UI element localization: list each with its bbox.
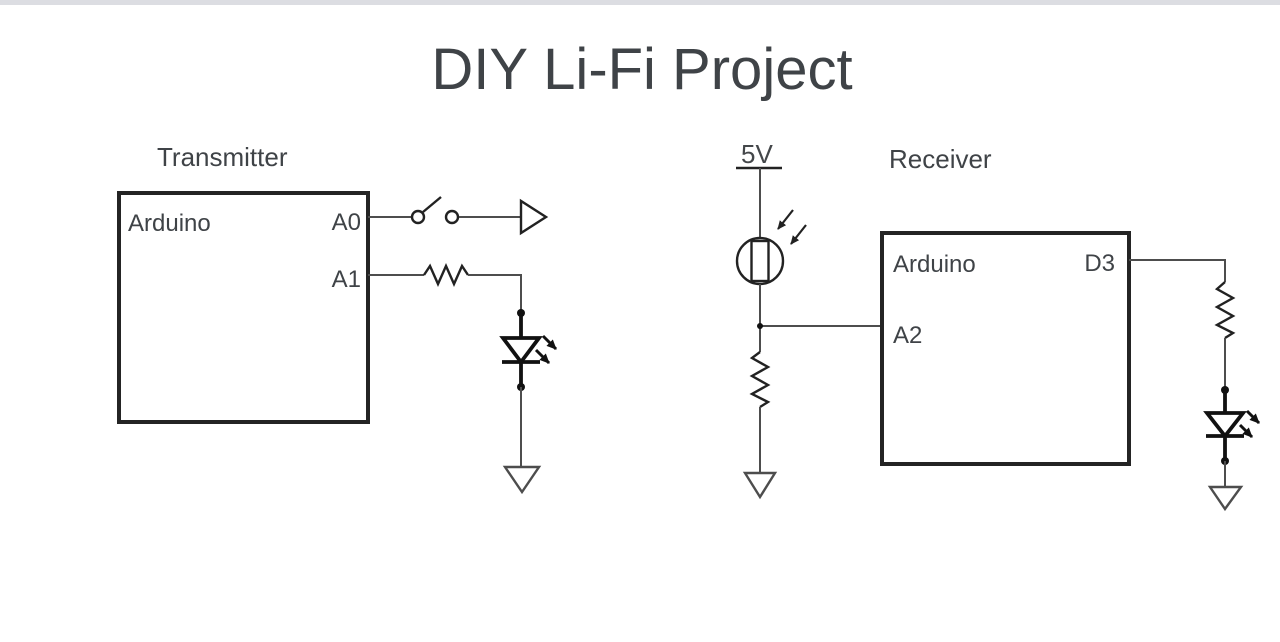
pin-a0-label: A0 bbox=[332, 209, 361, 236]
receiver-led-resistor-symbol bbox=[1214, 281, 1236, 340]
spst-switch-symbol bbox=[410, 196, 460, 225]
photoresistor-symbol bbox=[735, 209, 807, 286]
led-light-arrows-icon bbox=[1238, 409, 1261, 439]
receiver-chip-label: Arduino bbox=[893, 251, 976, 278]
pin-a2-label: A2 bbox=[893, 322, 922, 349]
wire-resistor-to-led bbox=[468, 274, 522, 313]
transmitter-resistor-symbol bbox=[423, 263, 469, 287]
page-title: DIY Li-Fi Project bbox=[431, 37, 852, 102]
receiver-divider-resistor-symbol bbox=[749, 351, 771, 409]
buffer-triangle-symbol bbox=[519, 198, 549, 236]
top-gray-bar bbox=[0, 0, 1280, 5]
led-light-arrows-icon bbox=[534, 334, 558, 365]
wire-d3-to-resistor bbox=[1129, 259, 1226, 282]
junction-dot bbox=[757, 323, 763, 329]
transmitter-label: Transmitter bbox=[157, 142, 288, 172]
transmitter-arduino-box bbox=[117, 191, 370, 424]
transmitter-ground-symbol bbox=[502, 465, 542, 495]
receiver-section: 5V Receiver Arduino D3 bbox=[735, 139, 1261, 512]
transmitter-section: Transmitter Arduino A0 A1 bbox=[117, 142, 558, 495]
receiver-led-ground-symbol bbox=[1207, 485, 1244, 512]
supply-5v-label: 5V bbox=[741, 139, 773, 169]
receiver-led-symbol bbox=[1203, 386, 1261, 465]
transmitter-chip-label: Arduino bbox=[128, 210, 211, 237]
transmitter-led-symbol bbox=[499, 309, 558, 391]
receiver-arduino-box bbox=[880, 231, 1131, 466]
receiver-divider-ground-symbol bbox=[742, 471, 778, 500]
pin-a1-label: A1 bbox=[332, 266, 361, 293]
pin-d3-label: D3 bbox=[1084, 250, 1115, 277]
incoming-light-arrows-icon bbox=[777, 209, 807, 245]
receiver-label: Receiver bbox=[889, 144, 992, 174]
